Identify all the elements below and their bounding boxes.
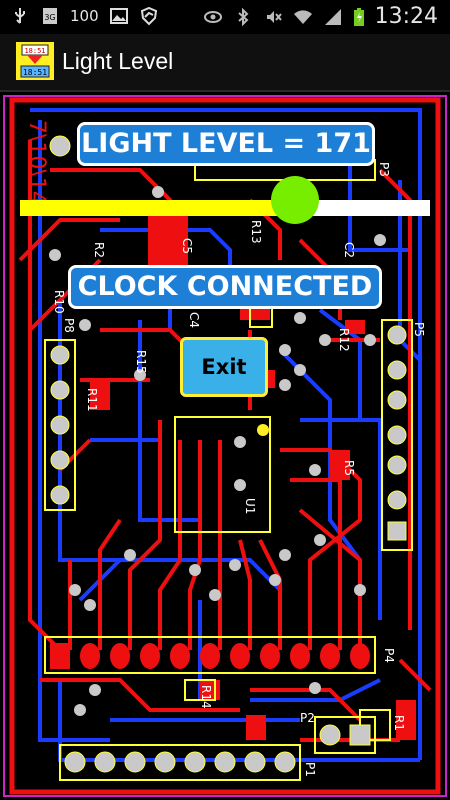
label-side-text: 7\10\14	[24, 120, 49, 205]
app-title: Light Level	[62, 48, 174, 74]
label-c2: C2	[342, 242, 356, 258]
label-p4: P4	[382, 648, 396, 663]
mute-icon	[266, 10, 282, 23]
app-clock-icon: 18:51 18:51	[16, 42, 54, 80]
light-level-display: LIGHT LEVEL = 171	[77, 122, 375, 166]
label-p5: P5	[412, 322, 426, 337]
eye-icon	[203, 10, 222, 23]
label-r10: R10	[52, 290, 66, 314]
label-p3: P3	[377, 162, 391, 177]
battery-charging-icon	[353, 7, 364, 26]
label-r12: R12	[337, 328, 351, 352]
status-bar: 3G 100	[0, 0, 450, 34]
label-u1: U1	[243, 498, 257, 514]
image-icon	[109, 8, 128, 24]
signal-icon	[324, 8, 341, 25]
clock-status-display: CLOCK CONNECTED	[68, 265, 382, 309]
label-r13: R13	[249, 220, 263, 244]
label-r2: R2	[92, 242, 106, 258]
action-bar: 18:51 18:51 Light Level	[0, 34, 450, 92]
header-pads	[49, 134, 407, 773]
board-outline-red	[9, 97, 441, 795]
slider-fill	[20, 200, 295, 216]
wifi-icon	[293, 9, 312, 24]
status-time: 13:24	[374, 4, 438, 29]
pcb-layout-graphic: P3 P5 P8 P4 P2 P1 R2 R10 R11 R12 R13 R14…	[3, 95, 447, 797]
p4-pads	[50, 643, 370, 669]
usb-icon	[15, 8, 25, 24]
board-outline-magenta	[3, 95, 447, 797]
app-icon-bottom-time: 18:51	[23, 68, 47, 77]
silkscreen-labels: P3 P5 P8 P4 P2 P1 R2 R10 R11 R12 R13 R14…	[52, 162, 426, 777]
label-r1: R1	[392, 715, 406, 731]
label-r14: R14	[199, 685, 213, 709]
label-c4: C4	[187, 312, 201, 328]
light-level-slider[interactable]	[20, 176, 430, 224]
label-p2: P2	[300, 711, 315, 725]
svg-text:3G: 3G	[44, 13, 55, 22]
slider-thumb[interactable]	[270, 176, 319, 224]
exit-button[interactable]: Exit	[180, 337, 268, 397]
label-c5: C5	[180, 238, 194, 254]
app-icon-top-time: 18:51	[24, 47, 45, 55]
sim-3g-icon: 3G	[43, 8, 57, 24]
bluetooth-icon	[237, 7, 249, 26]
label-r15: R15	[134, 350, 148, 374]
pin1-marker	[257, 424, 269, 436]
label-p8: P8	[62, 318, 76, 333]
label-p1: P1	[303, 762, 317, 777]
label-r11: R11	[85, 388, 99, 412]
shield-icon	[140, 6, 157, 26]
battery-percent-text: 100	[70, 7, 99, 25]
label-r5: R5	[342, 460, 356, 476]
